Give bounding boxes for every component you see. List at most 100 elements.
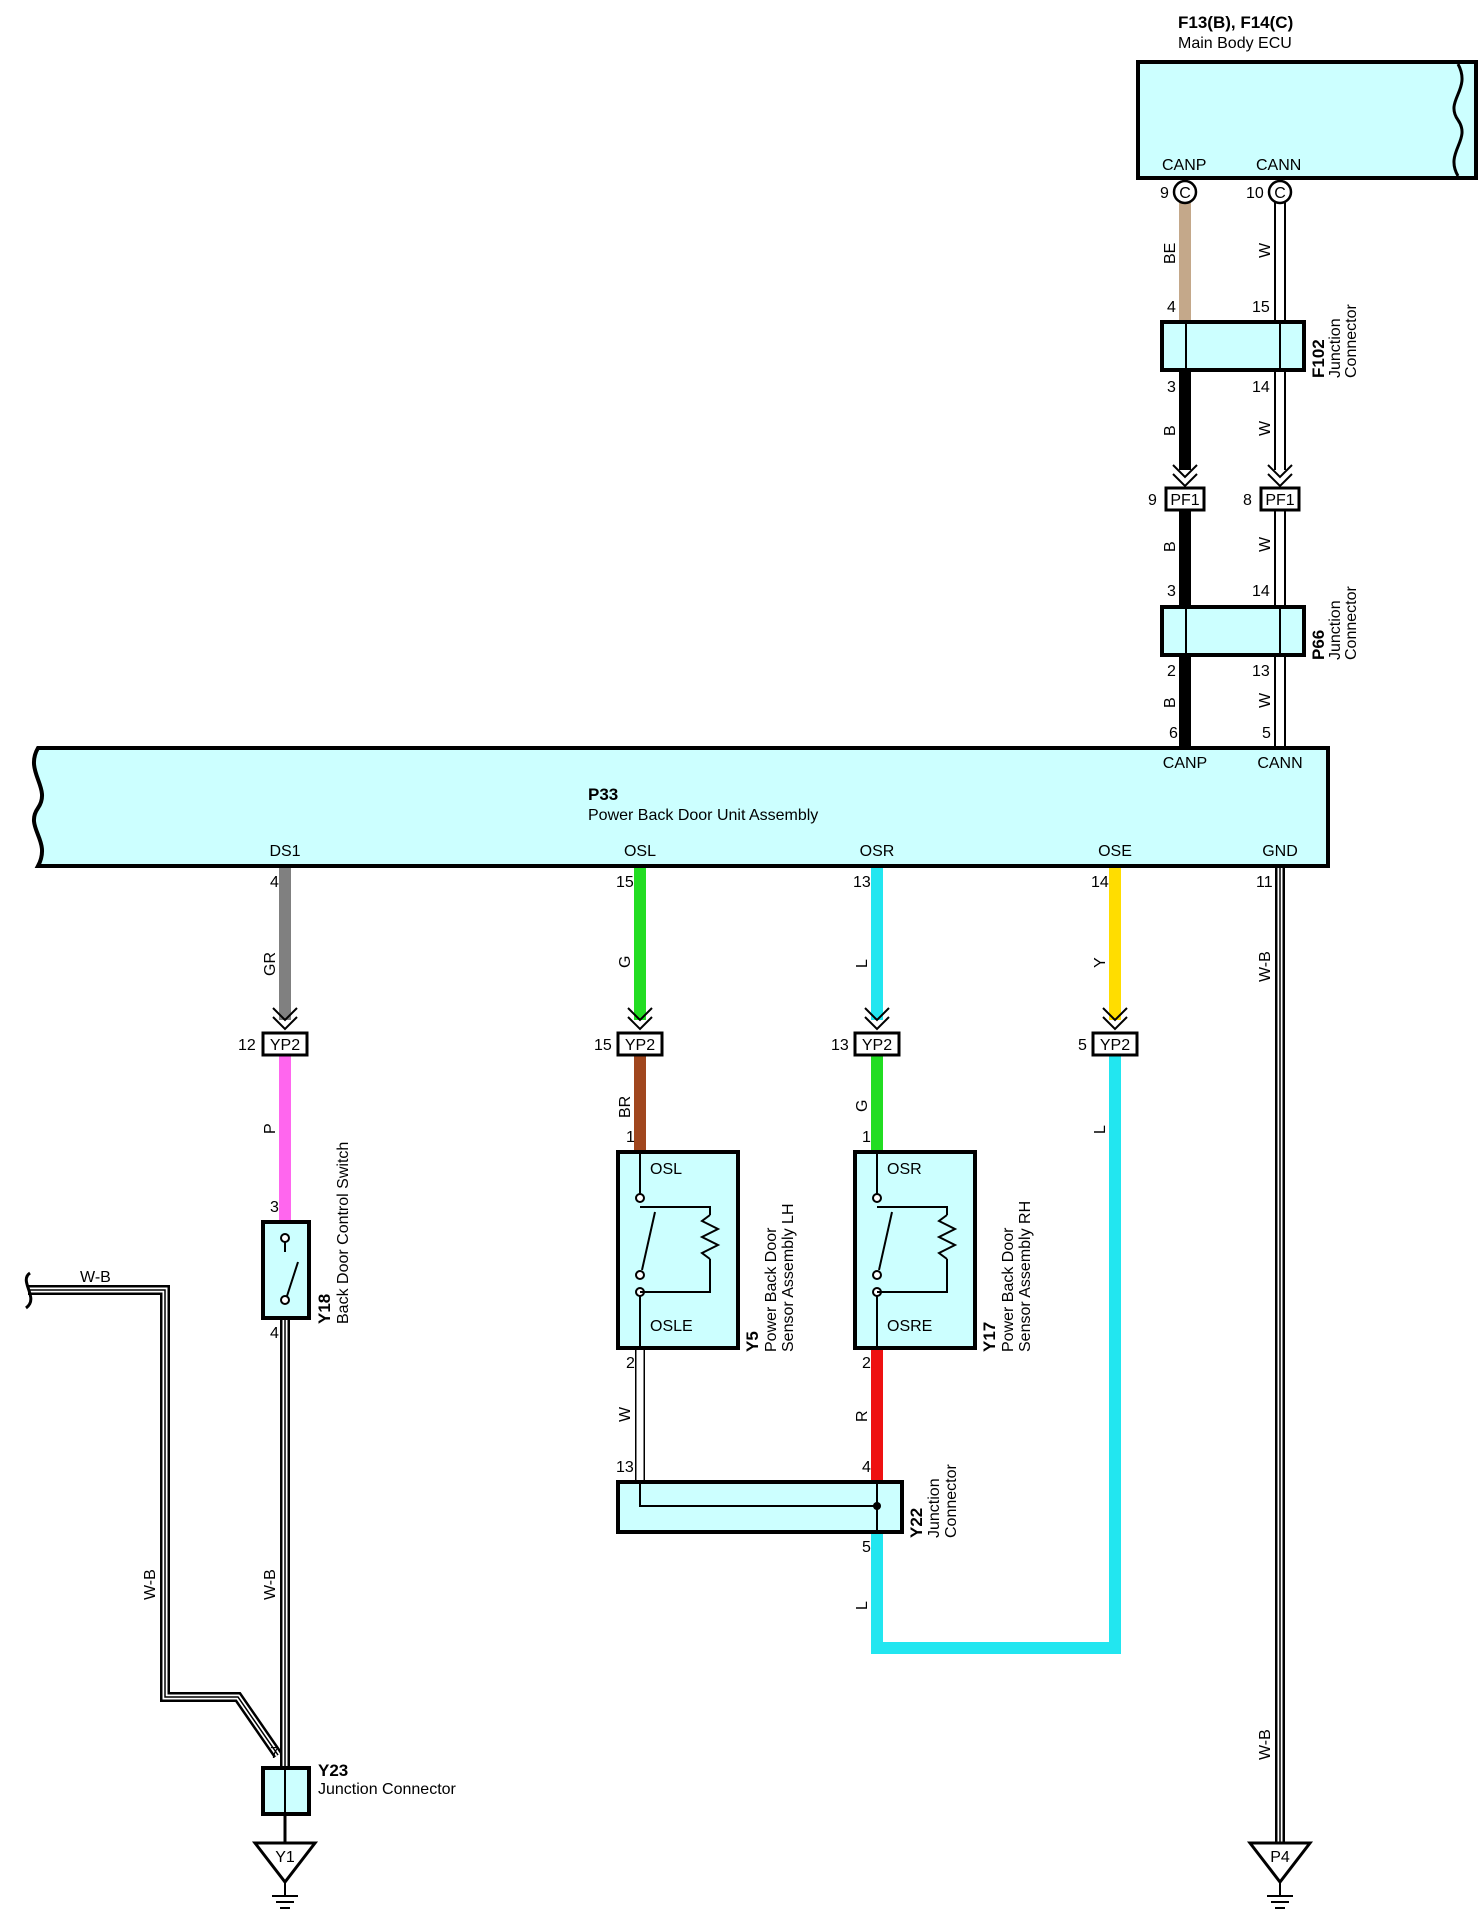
lbl-cann-top: W [1257, 242, 1274, 258]
wire-break-mark [24, 1271, 33, 1310]
ecu-pin-cann-conn: C [1274, 185, 1286, 202]
lbl-osl-bot: BR [617, 1096, 634, 1118]
can-wire-labels: BE W B W B W B W [1162, 242, 1274, 708]
wire-left-wb [28, 1285, 283, 1758]
f102-pin-15: 15 [1252, 299, 1270, 316]
lbl-osl-top: G [617, 956, 634, 968]
p33-name: Power Back Door Unit Assembly [588, 807, 818, 824]
y22-line1: Junction [926, 1478, 943, 1538]
y17-code: Y17 [980, 1322, 999, 1352]
yp2-osr-label: YP2 [862, 1037, 892, 1054]
y17-pin-bottom-name: OSRE [887, 1318, 932, 1335]
y5-code: Y5 [743, 1331, 762, 1352]
p66-pin-3: 3 [1167, 583, 1176, 600]
lbl-ose-top: Y [1092, 957, 1109, 968]
f102-pin-3: 3 [1167, 379, 1176, 396]
lbl-cann-mid1: W [1257, 420, 1274, 436]
ecu-pin-canp-conn: C [1179, 185, 1191, 202]
lbl-canp-top: BE [1162, 243, 1179, 264]
y5-line1: Power Back Door [763, 1227, 780, 1352]
p33-pin-osl-name: OSL [624, 843, 656, 860]
y17-sensor-assembly-rh: OSR OSRE 1 2 Y17 Power Back Door Sensor … [853, 1129, 1034, 1372]
y17-pin-bottom: 2 [862, 1355, 871, 1372]
p33-pin-gnd-num: 11 [1256, 874, 1273, 891]
yp2-osl-label: YP2 [625, 1037, 655, 1054]
lbl-ose-bot: L [1092, 1125, 1109, 1134]
p33-pin-ose-name: OSE [1098, 843, 1132, 860]
y18-pin-top: 3 [270, 1199, 279, 1216]
y5-pin-top-name: OSL [650, 1161, 682, 1178]
pf1-connector-right: PF1 8 [1243, 464, 1301, 512]
f102-junction-connector: 4 15 3 14 F102 Junction Connector [1160, 299, 1360, 396]
ecu-name: Main Body ECU [1178, 35, 1292, 52]
pf1-right-pin: 8 [1243, 492, 1252, 509]
f102-line2: Connector [1343, 304, 1360, 378]
lbl-y17-out: R [854, 1410, 871, 1422]
ecu-pin-cann-circle [1267, 179, 1293, 205]
ground-p4: P4 [1246, 1841, 1314, 1909]
lbl-ds1-top: GR [262, 952, 279, 976]
lbl-cann-mid3: W [1257, 692, 1274, 708]
lbl-canp-mid3: B [1162, 697, 1179, 708]
yp2-connector-ose: YP2 5 [1078, 1007, 1139, 1057]
y5-pin-bottom: 2 [626, 1355, 635, 1372]
p33-power-back-door-unit: 6 5 CANP CANN P33 Power Back Door Unit A… [31, 725, 1330, 891]
p33-pin-osr-num: 13 [853, 874, 871, 891]
lbl-y18-out: W-B [262, 1569, 279, 1600]
p33-pin-ds1-num: 4 [270, 874, 279, 891]
yp2-osr-pin: 13 [831, 1037, 849, 1054]
y18-code: Y18 [315, 1294, 334, 1324]
lbl-canp-mid1: B [1162, 425, 1179, 436]
p33-pin-cann-name: CANN [1257, 755, 1302, 772]
ecu-pin-canp-num: 9 [1160, 185, 1169, 202]
yp2-connector-ds1: YP2 12 [238, 1007, 309, 1057]
lbl-osr-bot: G [854, 1100, 871, 1112]
p66-junction-connector: 3 14 2 13 P66 Junction Connector [1160, 583, 1360, 680]
y23-code: Y23 [318, 1761, 348, 1780]
y17-line2: Sensor Assembly RH [1017, 1201, 1034, 1352]
lbl-left-horiz: W-B [80, 1269, 111, 1286]
p66-code: P66 [1309, 630, 1328, 660]
y17-pin-top-name: OSR [887, 1161, 922, 1178]
y18-back-door-control-switch: 3 4 Y18 Back Door Control Switch [261, 1142, 352, 1342]
y22-line2: Connector [943, 1464, 960, 1538]
y22-code: Y22 [907, 1508, 926, 1538]
y23-pin: 7 [270, 1745, 279, 1762]
p33-pin-osl-num: 15 [616, 874, 634, 891]
p33-pin-ose-num: 14 [1091, 874, 1109, 891]
yp2-connector-osr: YP2 13 [831, 1007, 901, 1057]
y22-pin-4: 4 [862, 1459, 871, 1476]
p66-line2: Connector [1343, 586, 1360, 660]
p33-pin-canp-num: 6 [1169, 725, 1178, 742]
ecu-code: F13(B), F14(C) [1178, 13, 1293, 32]
pf1-left-pin: 9 [1148, 492, 1157, 509]
p66-pin-14: 14 [1252, 583, 1270, 600]
pf1-connector-left: PF1 9 [1148, 464, 1206, 512]
lbl-y22-out: L [854, 1601, 871, 1610]
f102-code: F102 [1309, 339, 1328, 378]
y22-junction-connector: 13 4 5 Y22 Junction Connector [616, 1459, 960, 1556]
f102-line1: Junction [1327, 318, 1344, 378]
p33-wire-labels: GR G L Y W-B P BR G L [262, 951, 1274, 1134]
y18-name: Back Door Control Switch [335, 1142, 352, 1324]
ecu-pin-canp-circle [1172, 179, 1198, 205]
yp2-ds1-label: YP2 [270, 1037, 300, 1054]
y17-line1: Power Back Door [1000, 1227, 1017, 1352]
lbl-osr-top: L [854, 959, 871, 968]
p33-pin-cann-num: 5 [1262, 725, 1271, 742]
yp2-ose-pin: 5 [1078, 1037, 1087, 1054]
p66-pin-2: 2 [1167, 663, 1176, 680]
lbl-left-vert: W-B [142, 1569, 159, 1600]
ecu-pin-cann-name: CANN [1256, 157, 1301, 174]
y17-pin-top: 1 [862, 1129, 871, 1146]
ground-y1: Y1 [251, 1841, 319, 1909]
y22-pin-13: 13 [616, 1459, 634, 1476]
lbl-ds1-bot: P [262, 1123, 279, 1134]
ground-y1-label: Y1 [275, 1849, 295, 1866]
yp2-connector-osl: YP2 15 [594, 1007, 664, 1057]
y23-name: Junction Connector [318, 1781, 457, 1798]
y18-pin-bottom: 4 [270, 1325, 279, 1342]
wire-ose-l [871, 1055, 1121, 1654]
lbl-y5-out: W [617, 1406, 634, 1422]
ecu-pin-cann-num: 10 [1246, 185, 1264, 202]
